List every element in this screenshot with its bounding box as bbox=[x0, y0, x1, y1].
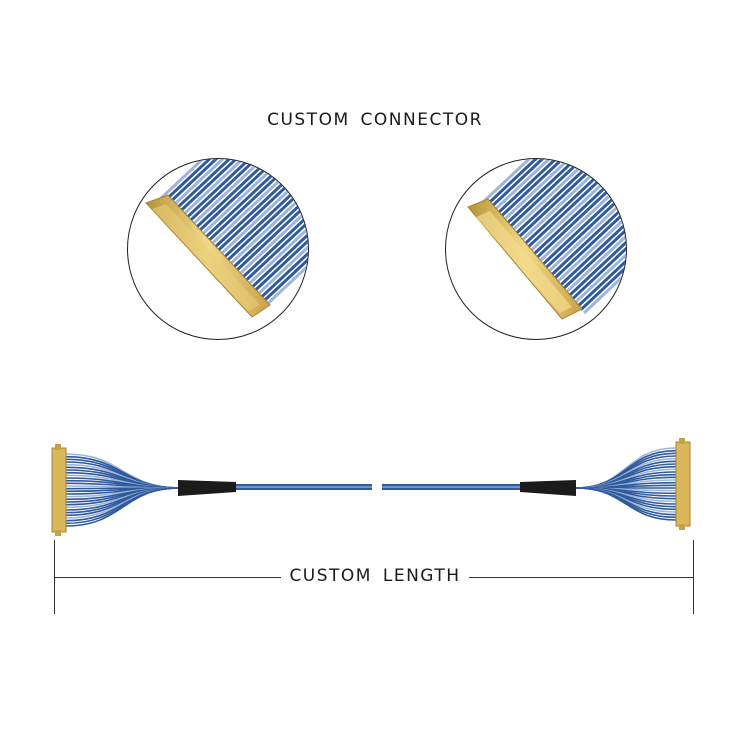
connector-zoom-right-image bbox=[467, 159, 626, 320]
connector-zoom-left-image bbox=[145, 159, 308, 318]
custom-connector-heading: CUSTOM CONNECTOR bbox=[267, 110, 483, 130]
connector-zoom-left bbox=[127, 158, 309, 340]
right-sleeve bbox=[520, 480, 576, 496]
connector-zoom-right bbox=[445, 158, 627, 340]
custom-length-label: CUSTOM LENGTH bbox=[0, 566, 750, 586]
cable-assembly bbox=[0, 430, 750, 550]
left-sleeve bbox=[178, 480, 236, 496]
cable-assembly-image bbox=[51, 438, 691, 536]
left-connector bbox=[51, 447, 67, 533]
right-connector bbox=[675, 441, 691, 527]
custom-length-text: CUSTOM LENGTH bbox=[281, 566, 469, 586]
